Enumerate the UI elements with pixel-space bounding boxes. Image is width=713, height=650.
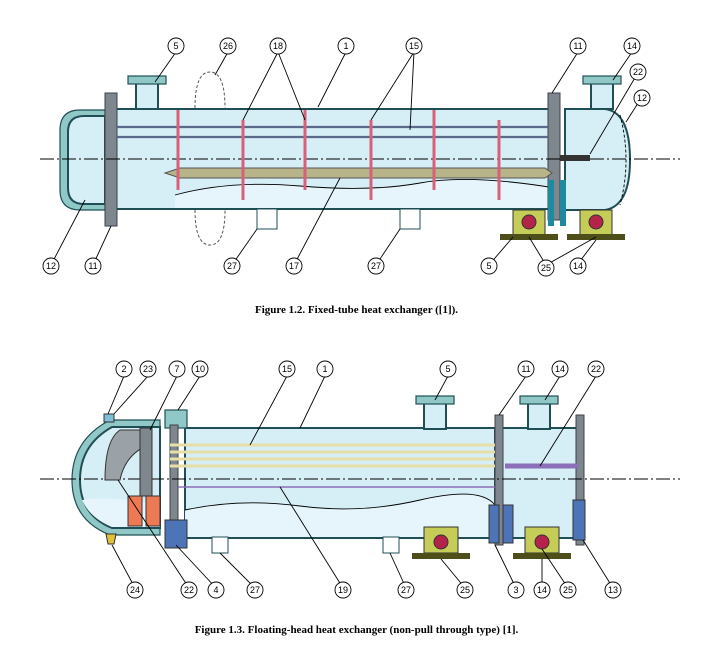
callouts-fig1: 5 26 18 1 15 11 14 22 12 12 11 27 17 27 … <box>42 37 651 277</box>
flange-3a <box>488 504 500 544</box>
liquid-line-2 <box>184 493 496 511</box>
callout-27d: 27 <box>401 585 411 595</box>
tubesheet-13 <box>575 414 585 546</box>
nozzle-14-flange <box>519 395 559 405</box>
callout-17: 17 <box>289 261 299 271</box>
saddle-a-pin <box>521 214 537 230</box>
callout-15-f2: 15 <box>282 364 292 374</box>
liquid-level-2 <box>185 494 495 537</box>
split-ring-b <box>145 495 161 527</box>
callout-27b: 27 <box>371 261 381 271</box>
callout-22-bottom: 22 <box>184 585 194 595</box>
callout-11-f2: 11 <box>521 364 530 374</box>
drain-27b <box>399 208 421 230</box>
saddle-a <box>512 209 546 236</box>
nozzle-5-flange <box>127 75 167 85</box>
vent-23 <box>103 413 115 423</box>
callout-14-bottom: 14 <box>573 261 583 271</box>
saddle-d-base <box>513 553 571 559</box>
drain-27d <box>382 536 400 554</box>
liquid-level <box>175 179 555 208</box>
tie-rod <box>163 167 553 179</box>
callout-25a: 25 <box>460 585 470 595</box>
callout-14: 14 <box>627 41 637 51</box>
callout-12: 12 <box>637 93 647 103</box>
callout-4: 4 <box>213 585 218 595</box>
callout-27c: 27 <box>250 585 260 595</box>
callout-1-f2: 1 <box>322 364 327 374</box>
saddle-c-base <box>412 553 470 559</box>
nozzle-right-flange <box>582 75 622 85</box>
saddle-c-pin <box>433 534 449 550</box>
callout-13: 13 <box>608 585 618 595</box>
callout-15: 15 <box>409 41 419 51</box>
nozzle-26-dashed <box>194 71 226 109</box>
drain-27c <box>211 536 229 554</box>
callout-26: 26 <box>223 41 233 51</box>
callout-1: 1 <box>343 41 348 51</box>
left-bonnet-inner <box>67 115 106 205</box>
saddle-b-pin <box>588 214 604 230</box>
callout-14-f2: 14 <box>555 364 565 374</box>
callout-14-bottom-f2: 14 <box>537 585 547 595</box>
callout-11-bottom: 11 <box>88 261 97 271</box>
nozzle-bottom-dashed <box>194 209 226 246</box>
callout-11: 11 <box>573 41 582 51</box>
callout-18: 18 <box>273 41 283 51</box>
callout-10: 10 <box>195 364 205 374</box>
callout-5: 5 <box>173 41 178 51</box>
callout-3: 3 <box>513 585 518 595</box>
saddle-d-pin <box>534 534 550 550</box>
caption-figure-1-3: Figure 1.3. Floating-head heat exchanger… <box>194 624 519 636</box>
callout-24: 24 <box>130 585 140 595</box>
callout-22-f2: 22 <box>591 364 601 374</box>
callout-2: 2 <box>121 364 126 374</box>
floating-head-7 <box>104 429 149 481</box>
drain-27a <box>256 208 278 230</box>
callout-25: 25 <box>541 263 551 273</box>
floating-tubesheet <box>139 427 153 497</box>
split-ring-a <box>127 495 143 527</box>
callout-25b: 25 <box>563 585 573 595</box>
flange-13 <box>572 499 586 541</box>
liquid-line <box>174 179 556 196</box>
flange-3b <box>502 504 514 544</box>
callout-19: 19 <box>338 585 348 595</box>
teal-support-a <box>548 180 554 226</box>
fixed-tube-drawing: 5 26 18 1 15 11 14 22 12 12 11 27 17 27 … <box>40 37 680 277</box>
teal-support-b <box>560 180 566 226</box>
callouts-fig2: 2 23 7 10 15 1 5 11 14 22 24 22 4 27 19 … <box>107 360 622 599</box>
floating-head-drawing: 2 23 7 10 15 1 5 11 14 22 24 22 4 27 19 … <box>40 360 680 599</box>
right-bonnet-dash <box>619 114 627 206</box>
callout-12-bottom: 12 <box>46 261 56 271</box>
drain-24 <box>105 533 117 545</box>
flange-4 <box>164 519 188 549</box>
callout-7: 7 <box>174 364 179 374</box>
callout-5-bottom: 5 <box>486 261 491 271</box>
callout-22: 22 <box>633 67 643 77</box>
caption-figure-1-2: Figure 1.2. Fixed-tube heat exchanger ([… <box>254 304 459 316</box>
callout-27a: 27 <box>227 261 237 271</box>
callout-5-f2: 5 <box>445 364 450 374</box>
right-rod <box>560 155 590 161</box>
callout-23: 23 <box>143 364 153 374</box>
